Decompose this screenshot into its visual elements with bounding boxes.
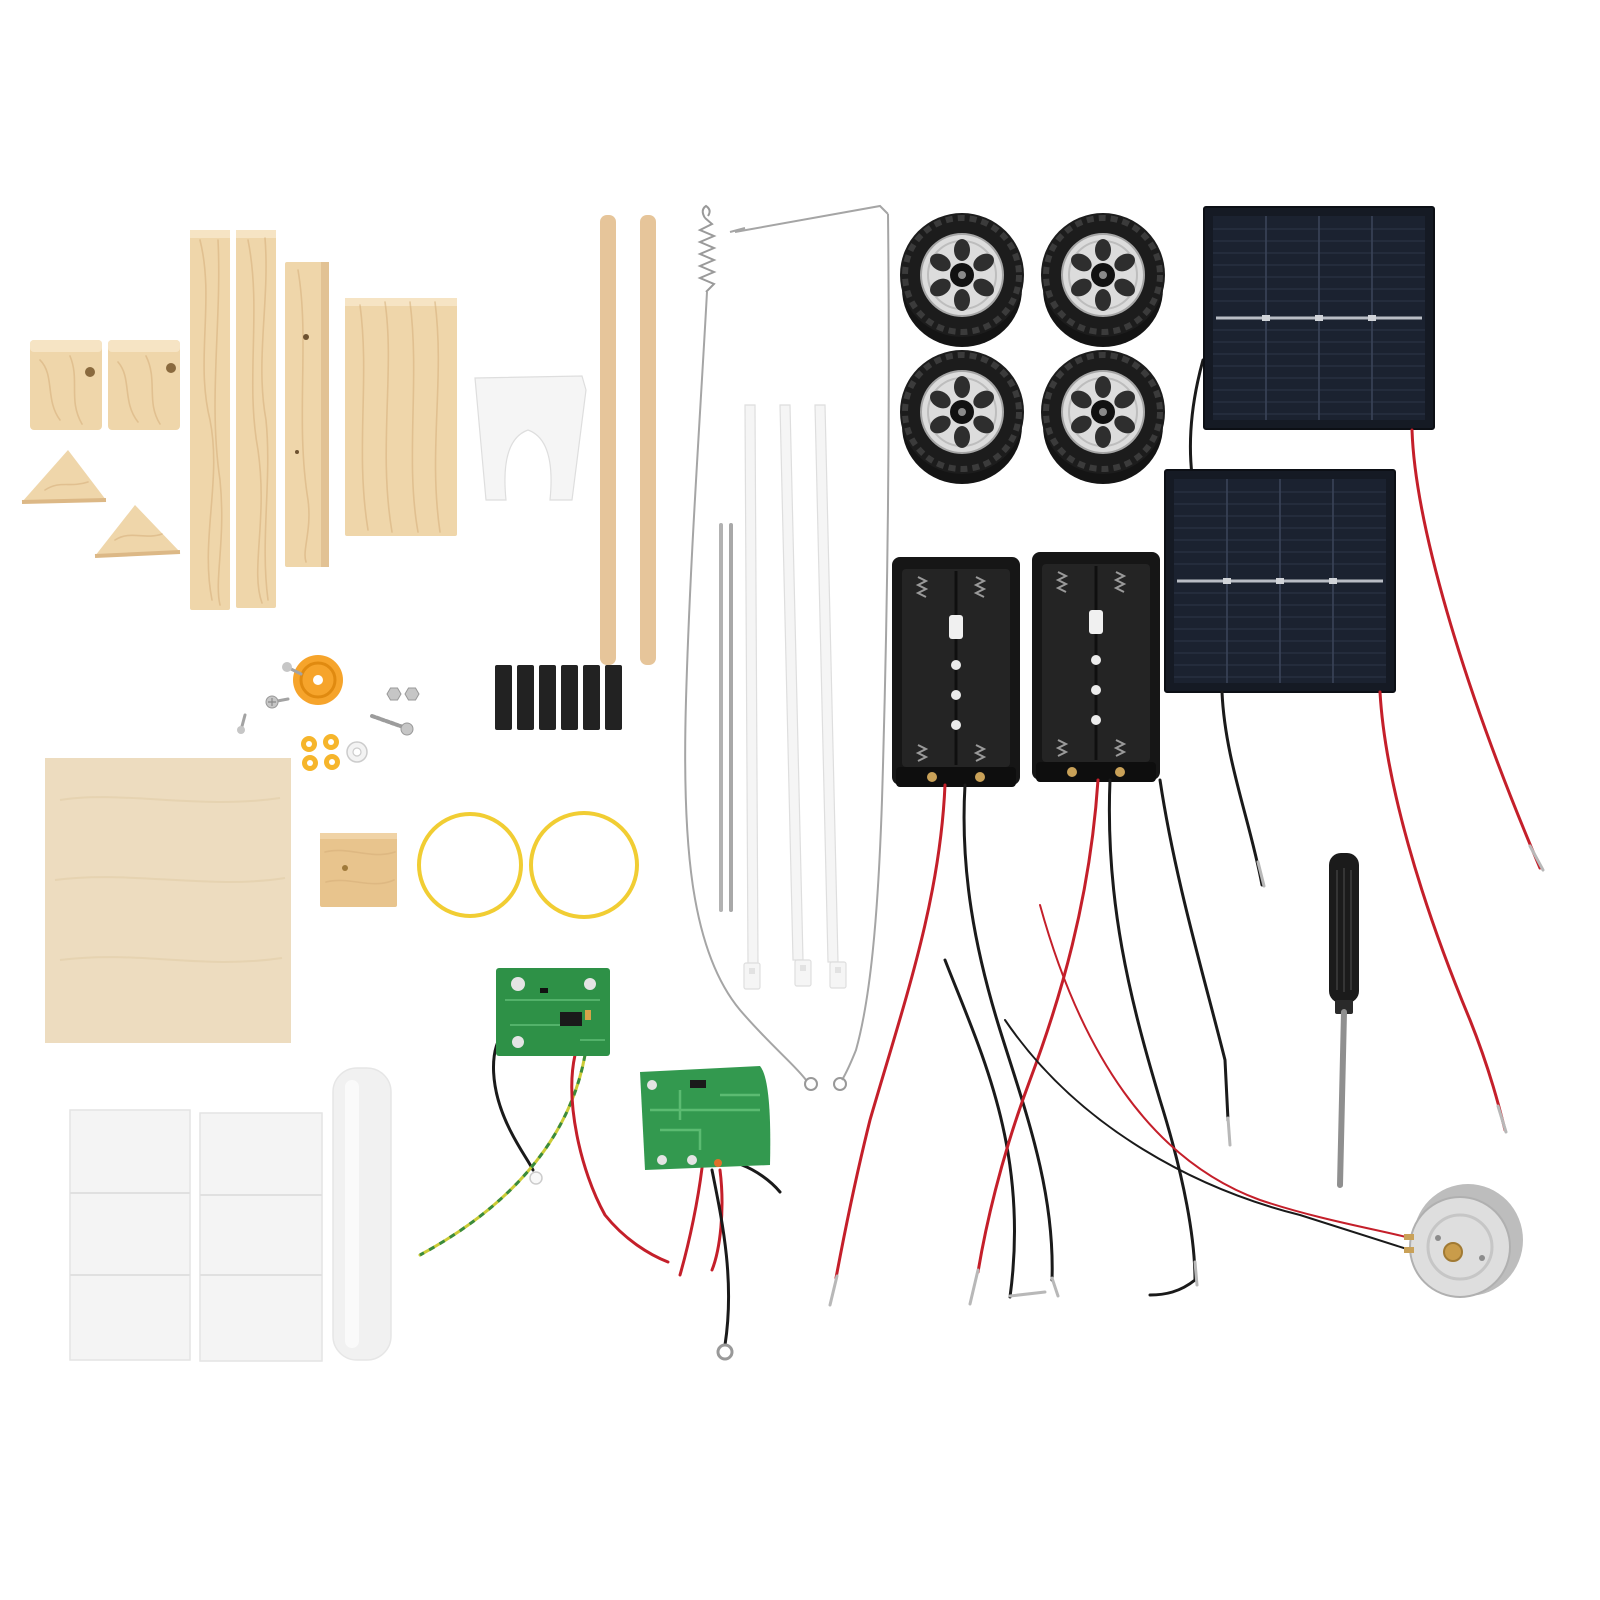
motor-wires	[1004, 904, 1411, 1251]
pcb-wires	[418, 1028, 782, 1347]
dc-motor	[1404, 1184, 1523, 1298]
wooden-cube	[108, 340, 180, 430]
led	[529, 1171, 543, 1185]
hardware-set	[237, 655, 420, 771]
wooden-triangle	[94, 505, 181, 558]
wooden-dowel	[600, 215, 616, 665]
solar-panel	[1202, 205, 1436, 431]
wooden-stick	[236, 230, 276, 608]
tape-pads	[69, 1109, 191, 1361]
wooden-triangle	[21, 450, 107, 504]
small-gear	[346, 741, 368, 763]
zip-tie	[779, 404, 812, 987]
rubber-band	[417, 812, 523, 918]
hex-nut	[404, 687, 420, 701]
foam-pieces	[495, 665, 622, 730]
orange-washers	[301, 734, 340, 771]
wheel	[900, 350, 1024, 484]
wheel	[900, 213, 1024, 347]
wooden-block	[345, 298, 457, 536]
rubber-band	[529, 811, 639, 919]
screw	[237, 713, 247, 734]
zip-tie	[743, 404, 761, 990]
wooden-stick-short	[285, 262, 329, 567]
battery-holder	[1030, 550, 1162, 784]
solar-panel-black-wire	[1188, 358, 1205, 477]
screwdriver	[1329, 853, 1359, 1188]
circuit-board-receiver	[496, 968, 610, 1056]
long-screw	[370, 714, 414, 736]
battery-holder	[890, 555, 1022, 789]
solar-panel-wires	[1220, 428, 1545, 1134]
solar-panel	[1163, 468, 1397, 694]
hex-nut	[386, 687, 402, 701]
tape-pads	[199, 1112, 323, 1362]
orange-pulley	[293, 655, 343, 705]
screw	[265, 695, 290, 709]
wheel	[1041, 213, 1165, 347]
zip-tie	[814, 404, 847, 989]
wooden-dowel	[640, 215, 656, 665]
small-wooden-block	[320, 833, 397, 907]
battery-holder-wires	[828, 778, 1232, 1307]
ring-terminal	[716, 1343, 734, 1361]
foam-tube	[332, 1067, 392, 1361]
circuit-board-controller	[640, 1066, 771, 1170]
steel-wire-with-spring	[684, 204, 890, 1091]
plywood-board	[45, 758, 291, 1043]
wheel	[1041, 350, 1165, 484]
wooden-stick	[190, 230, 230, 610]
screw	[282, 662, 303, 676]
wooden-cube	[30, 340, 102, 430]
plastic-clip	[474, 375, 587, 501]
